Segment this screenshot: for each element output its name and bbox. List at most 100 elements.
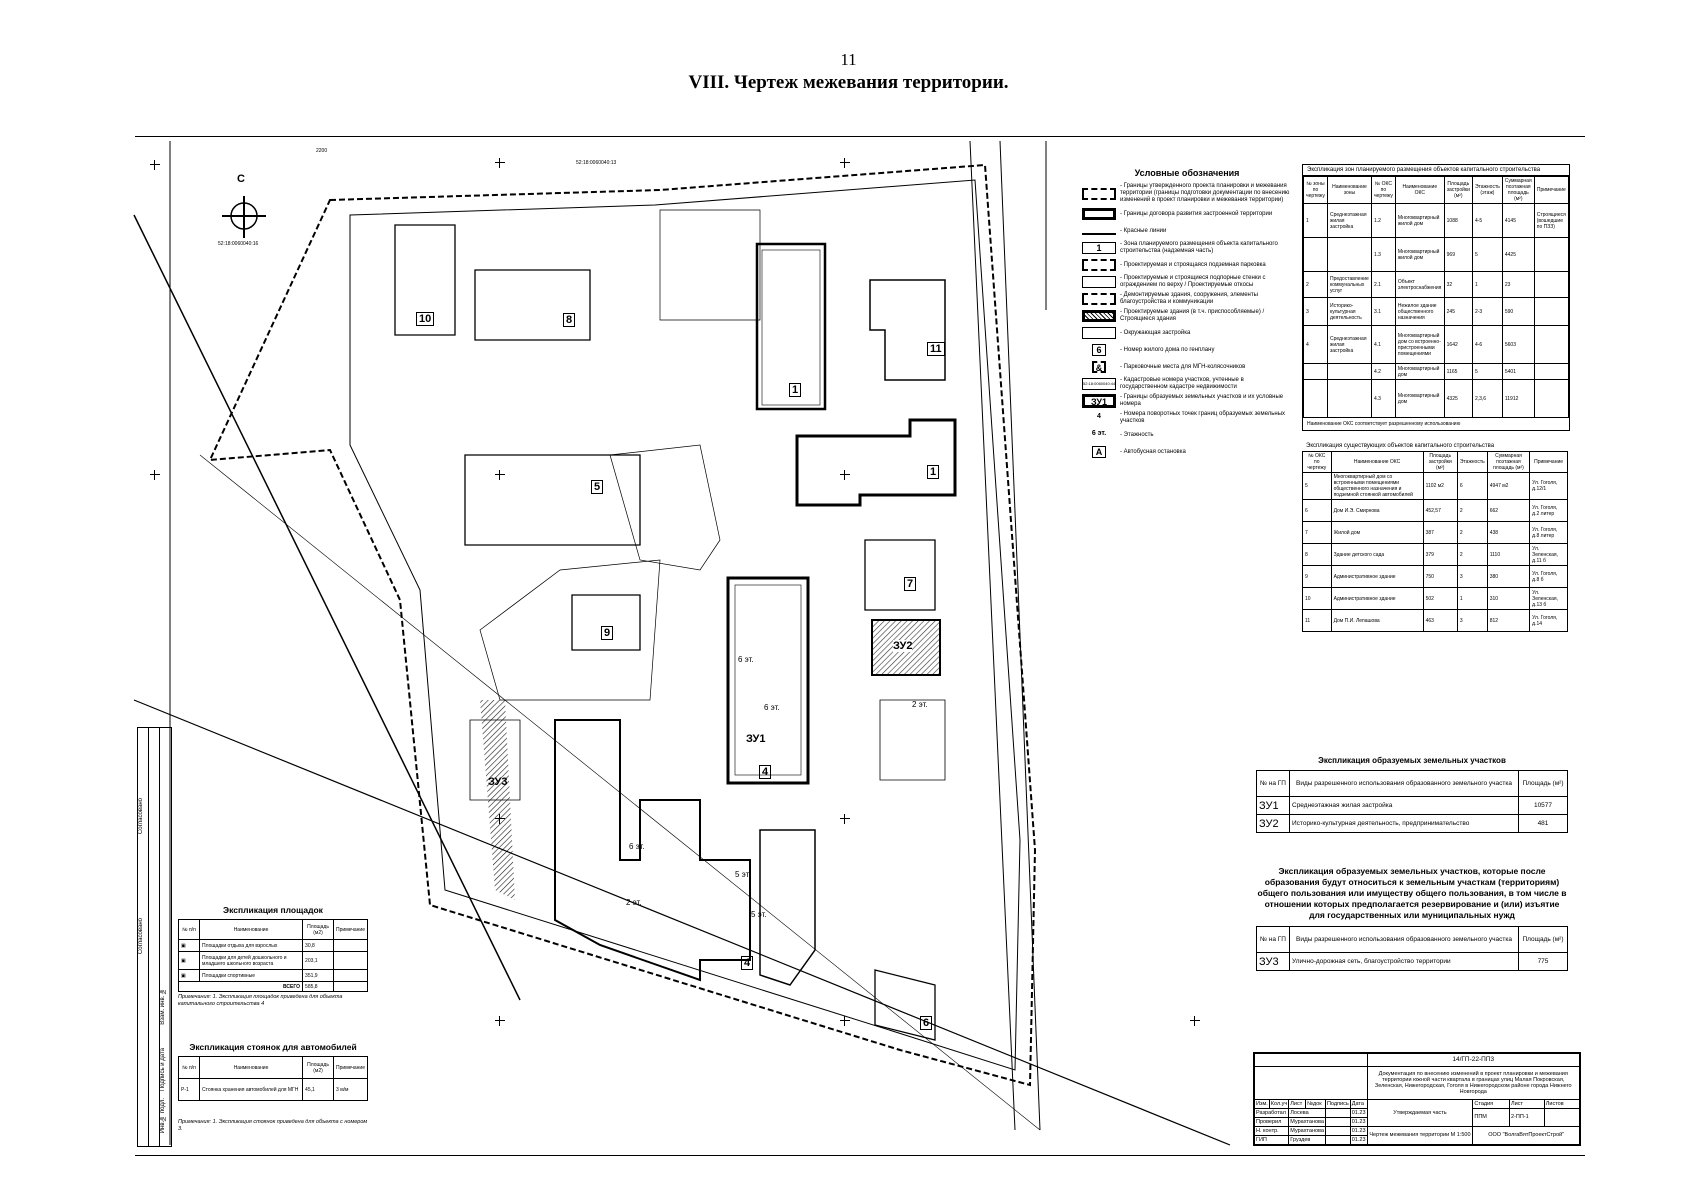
stamp-person: Мурахтанова — [1288, 1116, 1326, 1127]
table-cell: 9 — [1302, 565, 1332, 588]
table-cell: 662 — [1486, 499, 1531, 522]
table-cell: Многоквартирный жилой дом — [1394, 237, 1445, 272]
table-cell: 775 — [1518, 952, 1568, 971]
table-header-row: № п/п Наименование Площадь (м2) Примечан… — [178, 919, 368, 940]
table-cell: 1642 — [1443, 325, 1473, 364]
table-header: Примечание — [333, 1056, 368, 1079]
table-cell — [1326, 237, 1372, 272]
stamp-col-header: Изм. — [1254, 1098, 1270, 1109]
building-number: 6 — [920, 1016, 933, 1030]
legend-item: 6- Номер жилого дома по генплану — [1082, 343, 1292, 357]
public-land-plots-table: Экспликация образуемых земельных участко… — [1256, 866, 1568, 971]
floor-label: 6 эт. — [738, 655, 754, 664]
legend-symbol — [1082, 259, 1116, 271]
table-header: Суммарная поэтажная площадь (м²) — [1501, 176, 1535, 204]
land-plots-title: Экспликация образуемых земельных участко… — [1318, 756, 1506, 765]
legend-item: 4- Номера поворотных точек границ образу… — [1082, 411, 1292, 425]
table-cell: Ул. Гоголя, д.8 б — [1529, 565, 1568, 588]
table-header: Площадь застройки (м²) — [1443, 176, 1473, 204]
table-cell — [1303, 379, 1328, 418]
land-plots-table: Экспликация образуемых земельных участко… — [1256, 756, 1568, 833]
stamp-stage-header: Листов — [1543, 1098, 1581, 1109]
table-cell: Ул. Гоголя, д.14 — [1529, 609, 1568, 632]
table-cell — [1533, 271, 1570, 298]
table-row: Р-1 Стоянка хранения автомобилей для МГН… — [178, 1078, 368, 1101]
table-header: Примечание — [1529, 451, 1568, 473]
table-header: № ОКС по чертежу — [1302, 451, 1332, 473]
table-cell — [1533, 363, 1570, 380]
stamp-person: Груздев — [1288, 1134, 1326, 1146]
grid-cross — [495, 1016, 505, 1026]
table-cell — [333, 951, 368, 970]
table-cell: 4.3 — [1370, 379, 1396, 418]
table-header-row: № п/п Наименование Площадь (м2) Примечан… — [178, 1056, 368, 1079]
table-header: Площадь (м2) — [302, 1056, 335, 1079]
stamp-stage-header: Лист — [1508, 1098, 1545, 1109]
legend-text: - Границы договора развития застроенной … — [1120, 210, 1273, 217]
grid-cross — [840, 158, 850, 168]
table-cell — [1303, 363, 1328, 380]
table-cell: Объект электроснабжения — [1394, 271, 1445, 298]
table-cell: ЗУ1 — [1256, 796, 1290, 815]
table-cell: 4325 — [1443, 379, 1473, 418]
table-cell: Нежилое здание общественного назначения — [1394, 297, 1445, 326]
table-cell — [1533, 379, 1570, 418]
legend-symbol — [1082, 227, 1116, 235]
side-label: Согласовано — [138, 798, 144, 835]
legend-item: 1- Зона планируемого размещения объекта … — [1082, 241, 1292, 255]
legend-text: - Окружающая застройка — [1120, 329, 1191, 336]
parking-title: Экспликация стоянок для автомобилей — [189, 1042, 357, 1052]
table-cell: 3.1 — [1370, 297, 1396, 326]
legend-symbol: 6 эт. — [1091, 430, 1107, 437]
grid-cross — [1190, 1016, 1200, 1026]
table-cell: 203,1 — [302, 951, 335, 970]
page-number: 11 — [840, 50, 857, 69]
stamp-role: Н. контр. — [1253, 1125, 1290, 1136]
table-cell — [1533, 237, 1570, 272]
table-cell: Административное здание — [1330, 565, 1424, 588]
title-block: 14/ГП-22-ПП3 Документация по внесению из… — [1253, 1052, 1581, 1146]
drawing-sheet — [135, 136, 1585, 1156]
legend-symbol: 6 — [1092, 344, 1106, 356]
table-cell — [333, 969, 368, 982]
table-cell: Многоквартирный жилой дом — [1394, 203, 1445, 238]
legend-text: - Зона планируемого размещения объекта к… — [1120, 241, 1278, 254]
table-cell: Многоквартирный дом — [1394, 363, 1445, 380]
grid-cross — [840, 814, 850, 824]
table-cell: 3 — [1456, 565, 1488, 588]
stamp-stage: ППМ — [1472, 1107, 1510, 1127]
stamp-empty — [1254, 1066, 1368, 1100]
legend-text: - Границы образуемых земельных участков … — [1120, 394, 1284, 407]
legend-item: - Демонтируемые здания, сооружения, элем… — [1082, 292, 1292, 306]
table-cell — [1326, 363, 1372, 380]
floor-label: 6 эт. — [764, 703, 780, 712]
table-cell: 463 — [1422, 609, 1458, 632]
table-header: Наименование — [198, 919, 304, 940]
stamp-signature — [1324, 1116, 1351, 1127]
table-cell: 1088 — [1443, 203, 1473, 238]
stamp-col-header: Лист — [1288, 1098, 1307, 1109]
legend-item: - Окружающая застройка — [1082, 326, 1292, 340]
table-header-row: № ОКС по чертежу Наименование ОКС Площад… — [1302, 451, 1568, 473]
table-cell: 1 — [1456, 587, 1488, 610]
building-number: 10 — [416, 312, 435, 326]
side-label: Согласовано — [138, 918, 144, 955]
table-header: Виды разрешенного использования образова… — [1289, 926, 1519, 953]
table-cell: 6 — [1456, 472, 1488, 500]
grid-cross — [840, 470, 850, 480]
table-cell: Ул. Зеленская, д.13 б — [1529, 587, 1568, 610]
table-header: Наименование ОКС — [1330, 451, 1424, 473]
site-marker-icon: ▣ — [181, 942, 186, 949]
legend-text: - Границы утвержденного проекта планиров… — [1120, 183, 1290, 203]
legend-symbol: 4 — [1097, 413, 1101, 420]
table-header: Наименование ОКС — [1394, 176, 1445, 204]
site-marker-icon: ▣ — [181, 957, 186, 964]
table-header: Площадь застройки (м²) — [1422, 451, 1458, 473]
stamp-date: 01.23 — [1349, 1125, 1368, 1136]
table-header: Площадь (м²) — [1518, 770, 1568, 797]
table-cell: Р-1 — [178, 1078, 200, 1101]
